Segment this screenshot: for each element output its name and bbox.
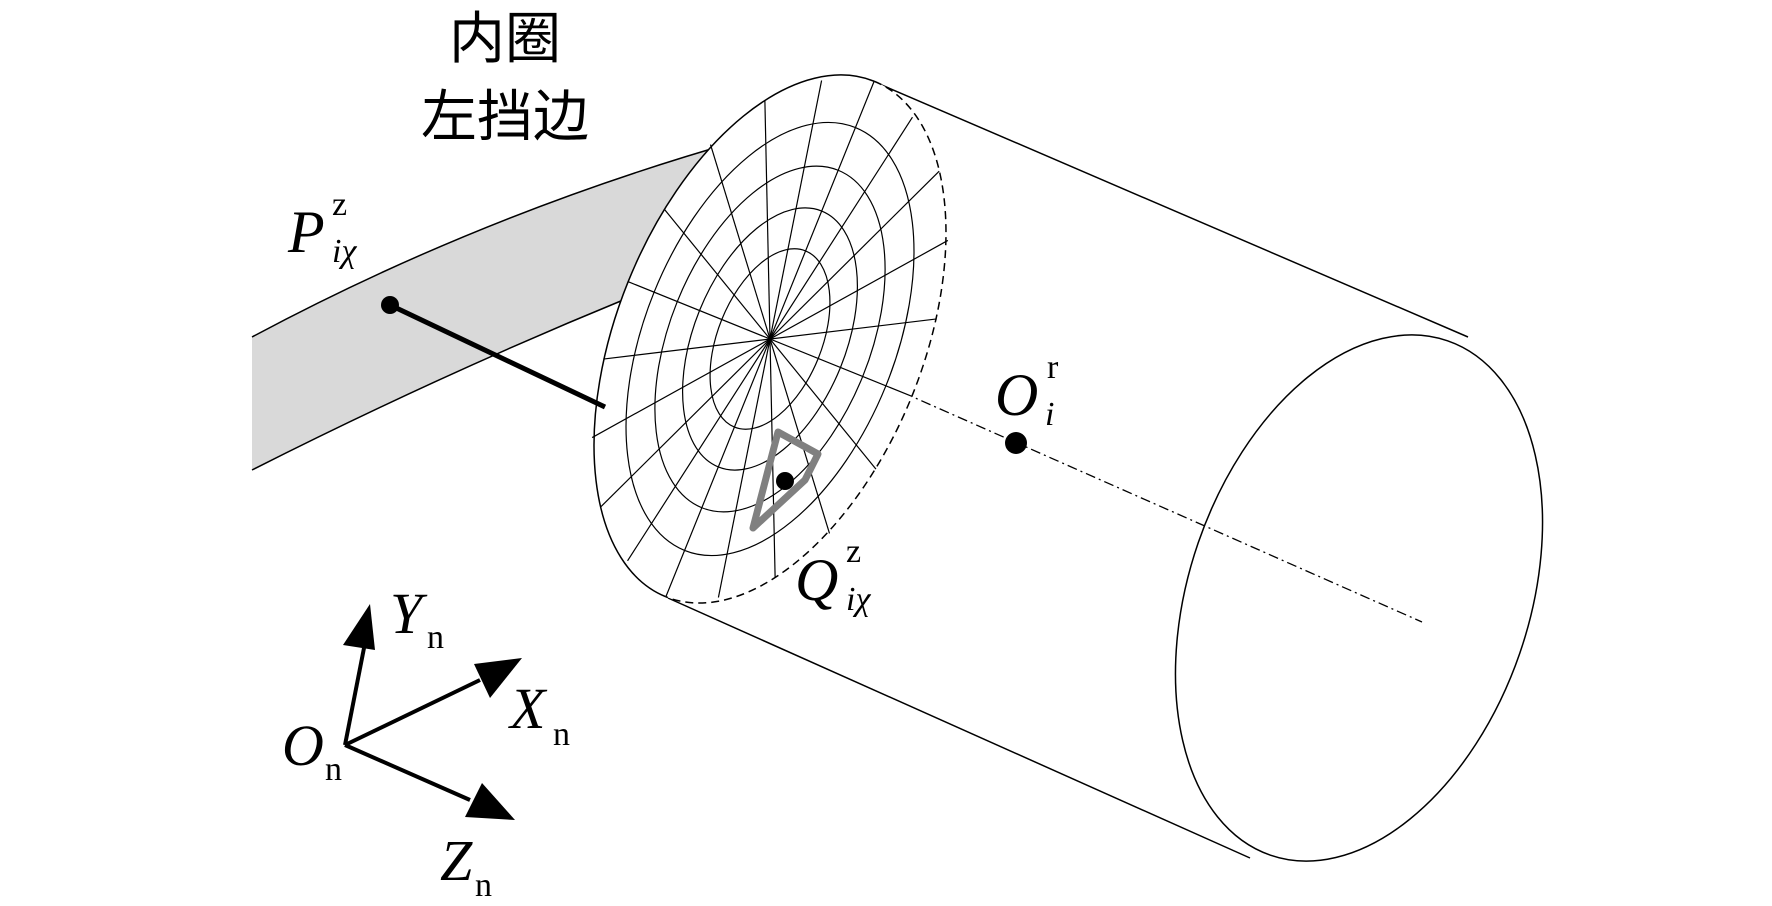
label-p-sub: iχ — [332, 233, 357, 270]
label-q-sup: z — [846, 533, 861, 570]
label-q-sub: iχ — [846, 581, 871, 618]
label-o-sup: r — [1047, 349, 1059, 386]
label-origin: O — [282, 713, 324, 778]
roller-top-generator — [869, 79, 1469, 338]
flange-label-line-2: 左挡边 — [421, 85, 589, 150]
label-axis-z-sub: n — [475, 867, 492, 904]
axis-y-arrowhead — [343, 604, 375, 650]
axis-y-line — [343, 647, 366, 746]
label-axis-z: Z — [440, 828, 473, 893]
roller-left-end-face — [591, 74, 949, 604]
axis-x-arrowhead — [474, 658, 522, 698]
label-o-sub: i — [1045, 396, 1054, 433]
label-origin-sub: n — [325, 751, 342, 788]
roller-bottom-generator — [667, 597, 1251, 859]
flange-label-line-1: 内圈 — [449, 7, 561, 72]
point-q-dot — [776, 472, 794, 490]
coordinate-axes — [343, 604, 522, 820]
label-axis-x-sub: n — [553, 716, 570, 753]
flange-band — [252, 142, 735, 470]
label-axis-y: Y — [390, 581, 428, 646]
label-axis-x: X — [508, 676, 548, 741]
label-o: O — [995, 362, 1038, 428]
p-to-flange-line — [388, 302, 607, 410]
point-o-dot — [1005, 432, 1027, 454]
axis-z-line — [344, 743, 471, 802]
axis-z-arrowhead — [465, 783, 515, 820]
grid-radial-lines — [591, 80, 949, 598]
point-p-dot — [381, 296, 399, 314]
label-p: P — [287, 199, 325, 265]
highlighted-grid-cell — [749, 428, 822, 532]
label-q: Q — [795, 547, 838, 613]
flange-band-top-edge — [251, 141, 736, 338]
flange-band-bottom-edge — [251, 297, 629, 471]
roller-axis — [774, 335, 1423, 623]
label-axis-y-sub: n — [427, 619, 444, 656]
label-p-sup: z — [332, 186, 347, 223]
roller-right-end-face — [1174, 334, 1544, 862]
axis-x-line — [344, 678, 481, 747]
